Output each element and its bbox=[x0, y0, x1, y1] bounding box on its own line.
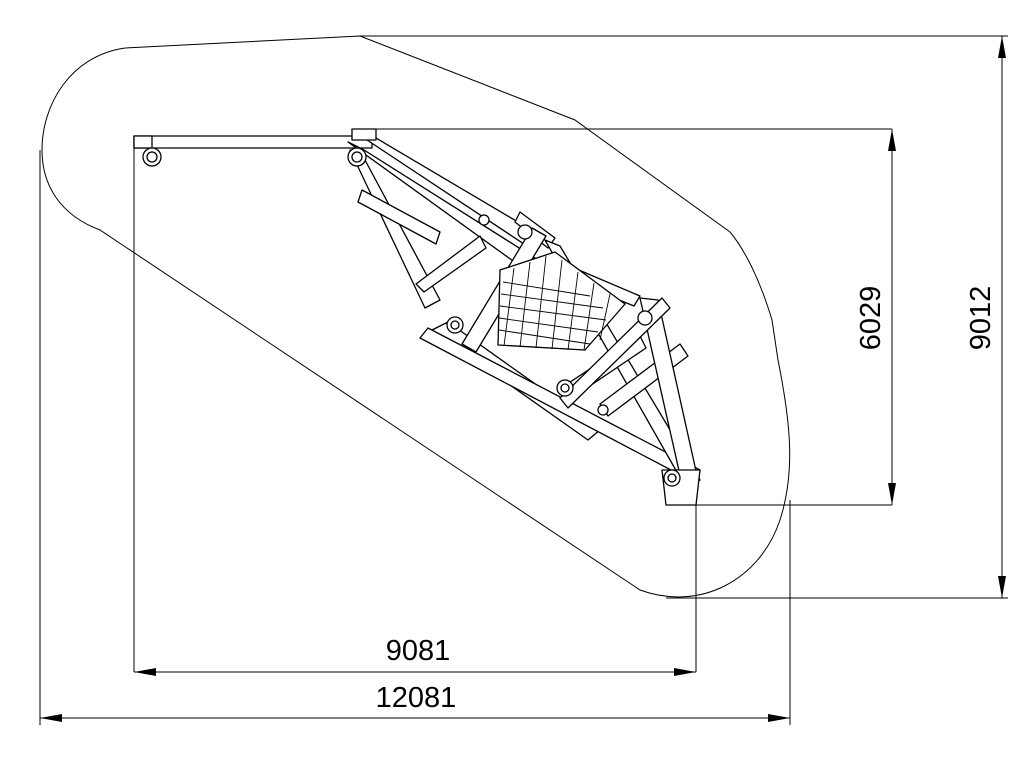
bolt-joint-icon bbox=[446, 316, 464, 334]
bolt-joint-icon bbox=[142, 147, 162, 167]
bolt-joint-icon bbox=[517, 224, 533, 240]
bolt-joint-icon bbox=[478, 214, 490, 226]
top-beam bbox=[133, 135, 373, 149]
bolt-joint-icon bbox=[347, 147, 367, 167]
total-height-label: 9012 bbox=[965, 286, 997, 351]
bolt-joint-icon bbox=[597, 404, 609, 416]
dimension-total-width: 12081 bbox=[40, 682, 790, 722]
frame-height-label: 6029 bbox=[855, 286, 887, 351]
bolt-joint-icon bbox=[637, 310, 653, 326]
dimension-frame-width: 9081 bbox=[134, 635, 696, 676]
safety-zone-outline bbox=[41, 35, 791, 598]
total-width-label: 12081 bbox=[376, 682, 457, 714]
bolt-joint-icon bbox=[663, 469, 681, 487]
dimension-total-height: 9012 bbox=[965, 36, 1006, 598]
dimension-frame-height: 6029 bbox=[855, 129, 896, 505]
frame-width-label: 9081 bbox=[386, 635, 451, 667]
climbing-net bbox=[497, 251, 626, 351]
dimension-extension-lines bbox=[39, 35, 1008, 725]
bolt-joint-icon bbox=[556, 379, 574, 397]
bolt-joints bbox=[142, 147, 681, 487]
